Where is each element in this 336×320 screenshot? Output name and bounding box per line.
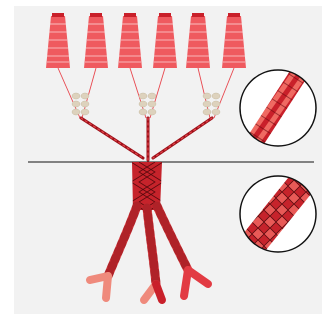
callout-braided-sheath — [240, 176, 316, 252]
callout-twisted-strand — [240, 70, 316, 146]
